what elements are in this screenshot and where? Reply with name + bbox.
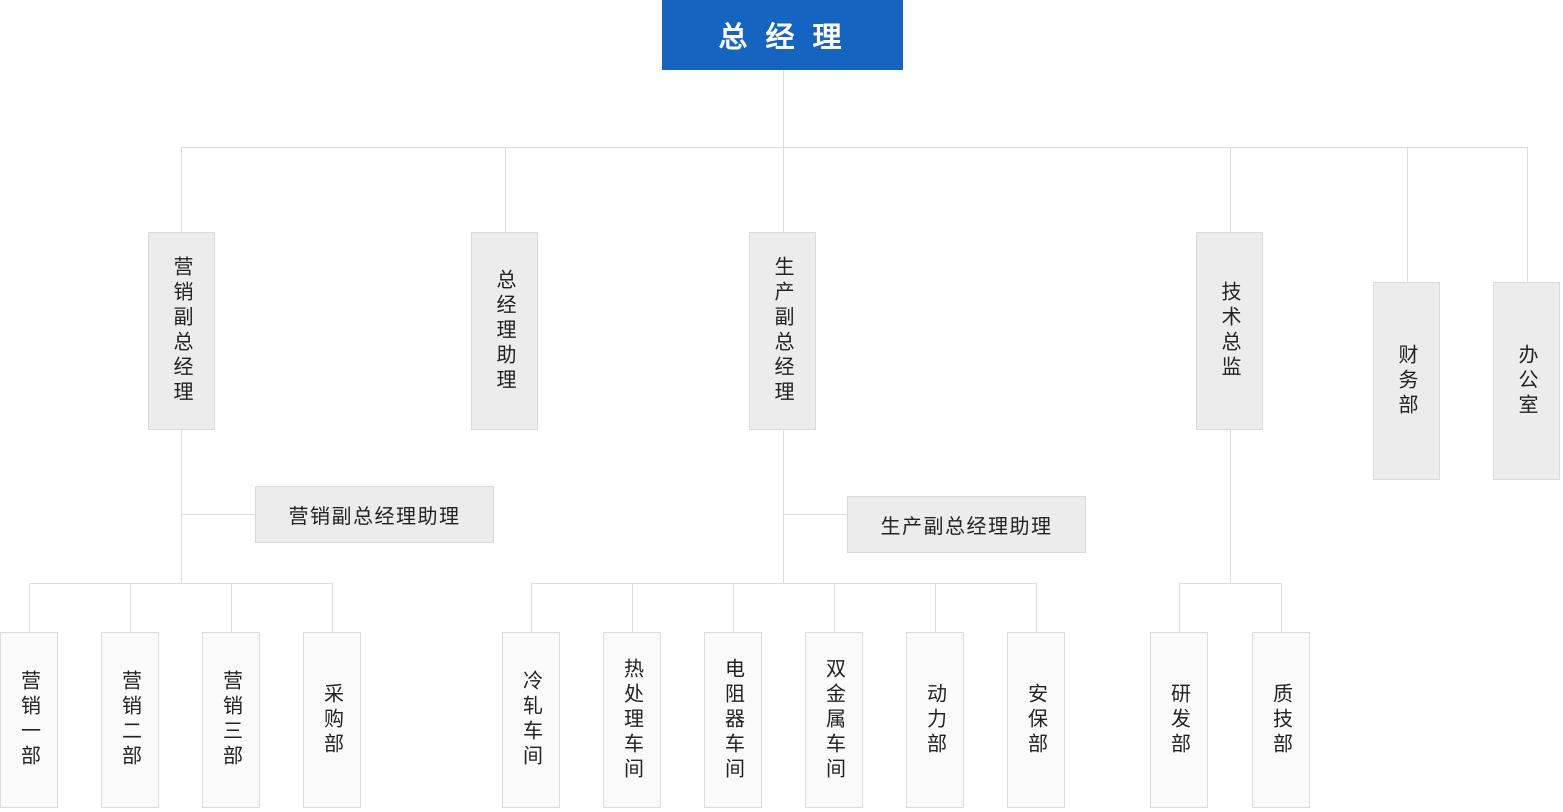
node-label: 营销一部 [17, 670, 40, 770]
connector [29, 583, 30, 632]
node-sales-dept-2: 营销二部 [101, 632, 159, 808]
connector [181, 147, 1528, 148]
connector [505, 147, 506, 232]
node-cold-rolling-workshop: 冷轧车间 [502, 632, 560, 808]
node-heat-treatment-workshop: 热处理车间 [603, 632, 661, 808]
connector [1281, 583, 1282, 632]
node-label: 冷轧车间 [519, 670, 542, 770]
connector [632, 583, 633, 632]
node-production-vice-gm: 生产副总经理 [749, 232, 816, 430]
connector [1179, 583, 1281, 584]
node-tech-director: 技术总监 [1196, 232, 1263, 430]
node-label: 生产副总经理助理 [880, 516, 1053, 538]
node-label: 研发部 [1167, 682, 1190, 758]
connector [783, 514, 847, 515]
node-quality-tech-dept: 质技部 [1252, 632, 1310, 808]
node-power-dept: 动力部 [906, 632, 964, 808]
node-marketing-vgm-assistant: 营销副总经理助理 [255, 486, 494, 543]
connector [935, 583, 936, 632]
node-sales-dept-1: 营销一部 [0, 632, 58, 808]
connector [834, 583, 835, 632]
node-label: 总经理助理 [493, 268, 515, 394]
node-finance-dept: 财务部 [1373, 282, 1440, 480]
node-gm-assistant: 总经理助理 [471, 232, 538, 430]
node-label: 动力部 [923, 682, 946, 758]
connector [1036, 583, 1037, 632]
node-label: 安保部 [1024, 682, 1047, 758]
connector [181, 147, 182, 232]
connector [181, 514, 255, 515]
node-label: 营销副总经理 [170, 256, 192, 406]
node-label: 技术总监 [1218, 281, 1240, 381]
node-label: 热处理车间 [620, 657, 643, 783]
node-office: 办公室 [1493, 282, 1560, 480]
connector [1407, 147, 1408, 282]
connector [733, 583, 734, 632]
node-bimetal-workshop: 双金属车间 [805, 632, 863, 808]
node-label: 营销副总经理助理 [288, 506, 461, 528]
connector [531, 583, 532, 632]
node-sales-dept-3: 营销三部 [202, 632, 260, 808]
node-label: 生产副总经理 [771, 256, 793, 406]
connector [1179, 583, 1180, 632]
node-label: 财务部 [1395, 343, 1417, 419]
node-label: 总 经 理 [718, 22, 847, 54]
node-marketing-vice-gm: 营销副总经理 [148, 232, 215, 430]
connector [1230, 147, 1231, 232]
connector [332, 583, 333, 632]
connector [783, 147, 784, 232]
node-label: 电阻器车间 [721, 657, 744, 783]
node-label: 质技部 [1269, 682, 1292, 758]
connector [1230, 430, 1231, 583]
connector [29, 583, 332, 584]
node-label: 办公室 [1515, 343, 1537, 419]
connector [1527, 147, 1528, 282]
node-label: 营销二部 [118, 670, 141, 770]
connector [231, 583, 232, 632]
node-rnd-dept: 研发部 [1150, 632, 1208, 808]
connector [783, 430, 784, 583]
connector [531, 583, 1036, 584]
node-label: 双金属车间 [822, 657, 845, 783]
node-production-vgm-assistant: 生产副总经理助理 [847, 496, 1086, 553]
node-label: 采购部 [320, 682, 343, 758]
connector [181, 430, 182, 583]
connector [783, 70, 784, 148]
connector [130, 583, 131, 632]
node-label: 营销三部 [219, 670, 242, 770]
node-security-dept: 安保部 [1007, 632, 1065, 808]
node-general-manager: 总 经 理 [662, 0, 903, 70]
node-resistor-workshop: 电阻器车间 [704, 632, 762, 808]
node-purchasing-dept: 采购部 [303, 632, 361, 808]
